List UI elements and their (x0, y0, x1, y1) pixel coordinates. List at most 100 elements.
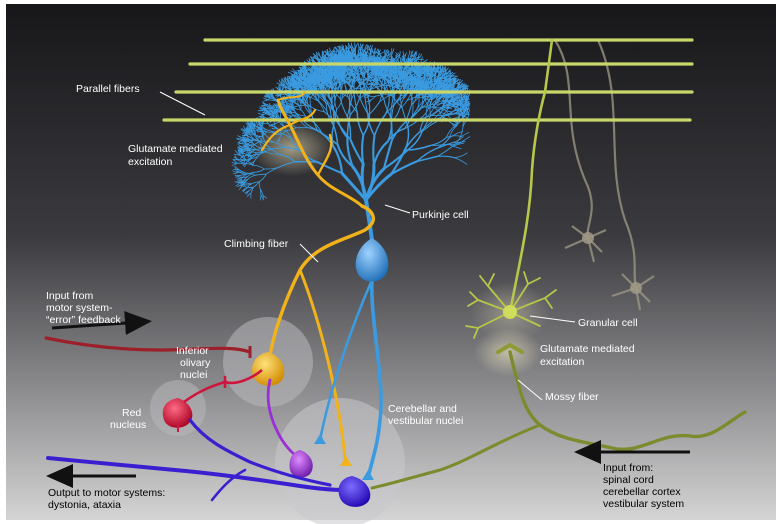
purkinje-dendrite-branch (245, 153, 251, 156)
purkinje-dendrite-branch (379, 70, 383, 77)
purkinje-dendrite-branch (330, 72, 336, 76)
purkinje-dendrite-branch (444, 82, 448, 87)
purkinje-dendrite-branch (346, 65, 350, 70)
purkinje-dendrite-branch (382, 75, 389, 81)
purkinje-dendrite-branch (373, 74, 377, 80)
label-input-spinal-line2: spinal cord (603, 474, 654, 486)
purkinje-dendrite-branch (331, 125, 335, 148)
purkinje-dendrite-branch (390, 147, 407, 176)
purkinje-dendrite-branch (292, 101, 301, 106)
purkinje-dendrite-branch (315, 82, 322, 86)
purkinje-dendrite-branch (416, 68, 419, 75)
purkinje-dendrite-branch (397, 78, 403, 83)
label-inferior-olivary-line3: nuclei (180, 369, 207, 381)
purkinje-dendrite-branch (433, 101, 443, 108)
purkinje-dendrite-branch (332, 145, 344, 175)
purkinje-dendrite-branch (410, 65, 417, 70)
purkinje-dendrite-branch (346, 51, 352, 60)
purkinje-dendrite-branch (454, 152, 468, 159)
purkinje-dendrite-branch (260, 121, 264, 129)
purkinje-dendrite-branch (465, 97, 469, 103)
purkinje-dendrite-branch (234, 181, 241, 183)
purkinje-dendrite-branch (373, 47, 376, 54)
purkinje-dendrite-branch (280, 132, 292, 140)
purkinje-dendrite-branch (328, 65, 335, 75)
purkinje-dendrite-branch (411, 93, 422, 105)
purkinje-dendrite-branch (437, 71, 441, 81)
mossy-rosette (496, 342, 524, 354)
purkinje-dendrite-branch (421, 114, 432, 133)
purkinje-dendrite-branch (332, 46, 335, 54)
purkinje-dendrite-branch (364, 94, 369, 115)
purkinje-dendrite-branch (280, 129, 288, 132)
purkinje-dendrite-branch (373, 114, 386, 137)
purkinje-dendrite-branch (463, 111, 466, 119)
purkinje-dendrite-branch (273, 110, 277, 116)
purkinje-dendrite-branch (437, 73, 440, 82)
purkinje-dendrite-branch (321, 54, 327, 60)
purkinje-dendrite-branch (273, 121, 281, 125)
red-nucleus-axon (183, 380, 226, 404)
purkinje-dendrite-branch (304, 79, 309, 85)
purkinje-dendrite-branch (349, 77, 354, 88)
purkinje-dendrite-branch (460, 105, 462, 113)
purkinje-dendrite-branch (381, 82, 387, 90)
purkinje-dendrite-branch (242, 187, 248, 192)
purkinje-dendrite-branch (241, 176, 249, 178)
purkinje-dendrite-branch (465, 95, 468, 102)
purkinje-dendrite-branch (319, 58, 326, 61)
purkinje-dendrite-branch (431, 114, 442, 117)
purkinje-dendrite-branch (377, 67, 380, 74)
purkinje-dendrite-branch (351, 53, 356, 59)
purkinje-dendrite-branch (242, 143, 249, 147)
purkinje-dendrite-branch (391, 121, 407, 142)
purkinje-dendrite-branch (341, 44, 343, 52)
purkinje-dendrite-branch (304, 98, 307, 106)
purkinje-dendrite-branch (432, 106, 440, 112)
background-granular-cells (554, 39, 655, 311)
output-to-motor-fiber (46, 456, 347, 492)
purkinje-dendrite-branch (431, 80, 434, 86)
purkinje-dendrite-branch (413, 73, 416, 80)
purkinje-dendrite-branch (251, 181, 260, 185)
purkinje-dendrite-branch (404, 72, 409, 77)
purkinje-dendrite-branch (236, 138, 243, 141)
purkinje-dendrite-branch (316, 71, 325, 74)
purkinje-dendrite-branch (436, 83, 440, 91)
purkinje-dendrite-branch (459, 131, 470, 138)
purkinje-dendrite-branch (334, 55, 337, 61)
purkinje-dendrite-branch (261, 105, 267, 110)
purkinje-dendrite-branch (345, 45, 348, 53)
label-glutamate-mid-line1: Glutamate mediated (540, 343, 635, 355)
purkinje-dendrite-branch (238, 147, 244, 150)
purkinje-dendrite-branch (361, 68, 364, 76)
purkinje-dendrite-branch (349, 95, 351, 116)
purkinje-axon-collateral (318, 278, 374, 442)
purkinje-dendrite-branch (361, 134, 365, 166)
purkinje-dendrite-branch (271, 94, 277, 100)
purkinje-dendrite-branch (284, 82, 287, 91)
purkinje-dendrite-branch (332, 53, 335, 62)
purkinje-dendrite-branch (358, 80, 366, 96)
purkinje-dendrite-branch (321, 78, 324, 88)
purkinje-dendrite-branch (375, 54, 379, 61)
background-granular-soma-2 (630, 282, 642, 294)
purkinje-dendrite-branch (250, 123, 256, 127)
purkinje-dendrite-branch (265, 151, 280, 155)
purkinje-dendrite-branch (258, 173, 267, 182)
purkinje-dendrite-branch (244, 190, 250, 194)
label-input-motor-line2: motor system- (46, 302, 113, 314)
label-purkinje-cell: Purkinje cell (412, 209, 469, 221)
purkinje-dendrite-branch (368, 101, 381, 115)
purkinje-dendrite-branch (338, 81, 343, 89)
label-output-motor: Output to motor systems: dystonia, ataxi… (48, 487, 165, 511)
purkinje-dendrite-branch (338, 51, 342, 61)
purkinje-dendrite-branch (460, 83, 464, 89)
purkinje-dendrite-branch (397, 71, 403, 75)
purkinje-dendrite-branch (370, 75, 375, 82)
purkinje-dendrite-branch (276, 137, 280, 142)
purkinje-dendrite-branch (310, 82, 312, 89)
purkinje-dendrite-branch (303, 101, 312, 113)
background-granular-soma-1 (582, 232, 594, 244)
